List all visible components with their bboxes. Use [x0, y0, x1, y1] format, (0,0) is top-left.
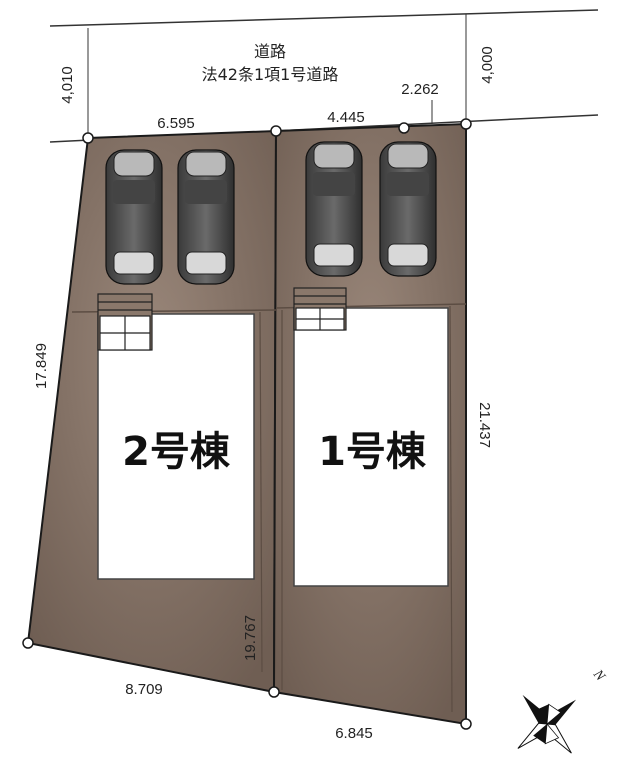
boundary-markers	[22, 118, 472, 730]
car-2	[177, 149, 235, 285]
car-4	[379, 141, 437, 277]
road-width-left: 4,010	[59, 66, 76, 104]
dim-front-offset: 2.262	[401, 81, 439, 98]
car-1	[105, 149, 163, 285]
porch-lot1	[293, 287, 347, 331]
road-edge-upper	[49, 9, 599, 27]
lot1-inner-path	[449, 305, 453, 713]
dim-front-lot2: 6.595	[157, 115, 195, 132]
dim-rear-lot1: 6.845	[335, 725, 373, 742]
road-classification: 法42条1項1号道路	[202, 65, 339, 84]
dim-left-side: 17.849	[33, 343, 50, 389]
compass-icon	[517, 694, 577, 754]
lot2-inner-path	[259, 311, 263, 673]
porch-lot2	[97, 293, 153, 351]
building-2-label: 2号棟	[122, 429, 231, 475]
building-1-label: 1号棟	[318, 429, 427, 475]
car-3	[305, 141, 363, 277]
dim-middle-boundary: 19.767	[242, 615, 259, 661]
compass-north-label: N	[589, 667, 608, 685]
building-1	[293, 307, 449, 587]
dim-right-side: 21.437	[476, 402, 493, 448]
dim-rear-lot2: 8.709	[125, 681, 163, 698]
road-label: 道路	[254, 42, 286, 61]
road-width-right: 4,000	[479, 46, 496, 84]
building-2	[97, 313, 255, 580]
dim-front-lot1: 4.445	[327, 109, 365, 126]
